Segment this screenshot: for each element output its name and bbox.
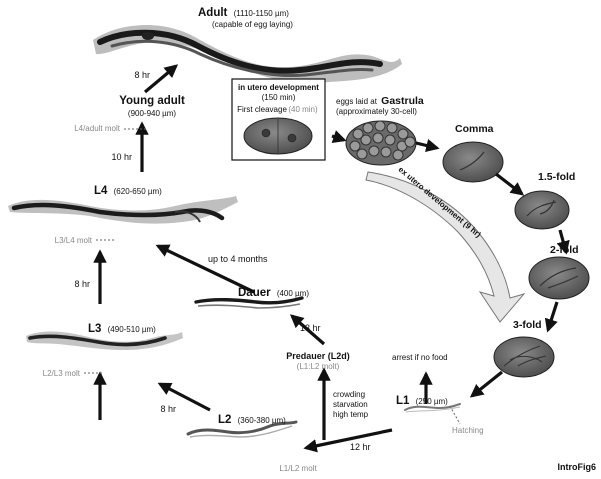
- fold2-label: 2-fold: [550, 244, 579, 256]
- l1-label: L1: [396, 395, 410, 407]
- in-utero-box: in utero development (150 min) First cle…: [232, 79, 325, 160]
- gastrula-prefix: eggs laid at: [336, 97, 378, 106]
- in-utero-duration: (150 min): [262, 93, 296, 102]
- l1-size: (250 µm): [416, 397, 449, 406]
- duration-l4-ya: 10 hr: [111, 152, 132, 162]
- duration-predauer-dauer: 13 hr: [300, 323, 321, 333]
- predauer-label: Predauer (L2d): [286, 351, 350, 361]
- gastrula-note: (approximately 30-cell): [336, 107, 417, 116]
- in-utero-title: in utero development: [238, 83, 319, 92]
- gastrula-embryo: [346, 121, 416, 165]
- molt-l1-l2: L1/L2 molt: [279, 464, 317, 473]
- svg-text:L4 (620-650 µm): L4 (620-650 µm): [94, 185, 162, 197]
- l2-size: (360-380 µm): [238, 416, 287, 425]
- predauer-size: (L1:L2 molt): [297, 362, 340, 371]
- molt-l4-adult: L4/adult molt: [74, 124, 121, 133]
- dauer-label: Dauer: [238, 287, 271, 299]
- l4-size: (620-650 µm): [114, 187, 163, 196]
- molt-l3-l4: L3/L4 molt: [55, 236, 93, 245]
- fold15-label: 1.5-fold: [538, 171, 575, 183]
- adult-note: (capable of egg laying): [212, 20, 293, 29]
- fold2-embryo: [529, 257, 589, 299]
- svg-text:L2 (360-380 µm): L2 (360-380 µm): [218, 414, 286, 426]
- ex-utero-swoosh: ex utero development (9 hr): [366, 165, 524, 322]
- young-adult-size: (900-940 µm): [128, 109, 177, 118]
- first-cleavage-label: First cleavage: [237, 105, 287, 114]
- l4-label: L4: [94, 185, 108, 197]
- l4-worm: [8, 196, 238, 224]
- hatching-label: Hatching: [452, 426, 484, 435]
- condition-starvation: starvation: [333, 400, 368, 409]
- svg-text:L3 (490-510 µm): L3 (490-510 µm): [88, 323, 156, 335]
- svg-text:eggs laid at Gastrula: eggs laid at Gastrula: [336, 95, 424, 107]
- first-cleavage-time: (40 min): [288, 105, 318, 114]
- young-adult-label: Young adult: [119, 95, 185, 107]
- arrest-label: arrest if no food: [392, 353, 448, 362]
- l3-size: (490-510 µm): [108, 325, 157, 334]
- fold3-embryo: [494, 337, 554, 377]
- svg-text:L1 (250 µm): L1 (250 µm): [396, 395, 448, 407]
- l3-label: L3: [88, 323, 101, 335]
- condition-crowding: crowding: [333, 390, 365, 399]
- fold15-embryo: [515, 191, 569, 229]
- duration-ya-adult: 8 hr: [134, 70, 150, 80]
- duration-l3-l4: 8 hr: [74, 279, 90, 289]
- svg-text:Adult (1110-1150 µm): Adult (1110-1150 µm): [198, 7, 289, 19]
- adult-label: Adult: [198, 7, 228, 19]
- dauer-worm: [196, 298, 302, 308]
- condition-high-temp: high temp: [333, 410, 369, 419]
- l2-label: L2: [218, 414, 231, 426]
- dauer-size: (400 µm): [277, 289, 310, 298]
- fold3-label: 3-fold: [513, 319, 542, 331]
- duration-l2-l3: 8 hr: [160, 404, 176, 414]
- figure-label: IntroFig6: [558, 462, 597, 472]
- duration-l1-l2: 12 hr: [350, 442, 371, 452]
- adult-size: (1110-1150 µm): [234, 9, 290, 18]
- comma-embryo: [443, 142, 503, 182]
- molt-l2-l3: L2/L3 molt: [43, 369, 81, 378]
- gastrula-label: Gastrula: [381, 95, 424, 107]
- comma-label: Comma: [455, 123, 494, 135]
- duration-dauer-l4: up to 4 months: [208, 254, 268, 264]
- svg-text:Dauer (400 µm): Dauer (400 µm): [238, 287, 309, 299]
